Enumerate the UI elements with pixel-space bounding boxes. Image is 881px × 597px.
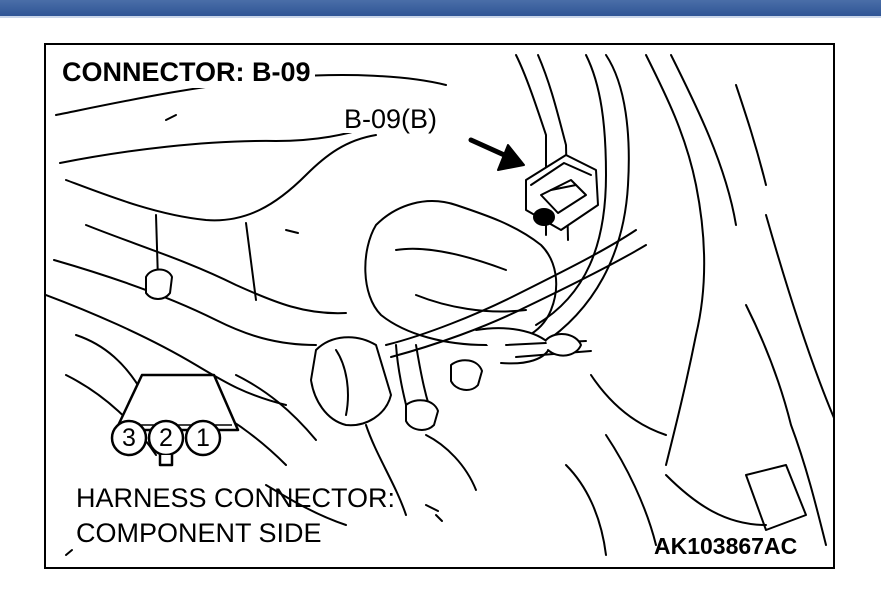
header-bar <box>0 0 881 16</box>
figure-code: AK103867AC <box>654 533 798 559</box>
plug-body <box>310 336 392 427</box>
sensor-body <box>364 200 558 346</box>
harness-label-line2: COMPONENT SIDE <box>76 518 322 548</box>
pin-3-label: 3 <box>122 424 136 452</box>
callout-label: B-09(B) <box>342 104 440 134</box>
mounting-bolt <box>145 268 173 300</box>
pin-1-label: 1 <box>196 424 210 452</box>
pin-2-label: 2 <box>159 424 173 452</box>
harness-label-line1: HARNESS CONNECTOR: <box>76 483 396 513</box>
diagram-frame: 3 2 1 CONNECTOR: B-09 B-09(B) HARNESS CO… <box>44 43 835 569</box>
header-divider <box>0 16 881 18</box>
connector-title: CONNECTOR: B-09 <box>62 59 315 88</box>
harness-connector-symbol <box>110 373 240 467</box>
bracket-outline <box>515 54 547 236</box>
engine-line-art <box>46 54 833 556</box>
wire-harness <box>385 229 637 346</box>
